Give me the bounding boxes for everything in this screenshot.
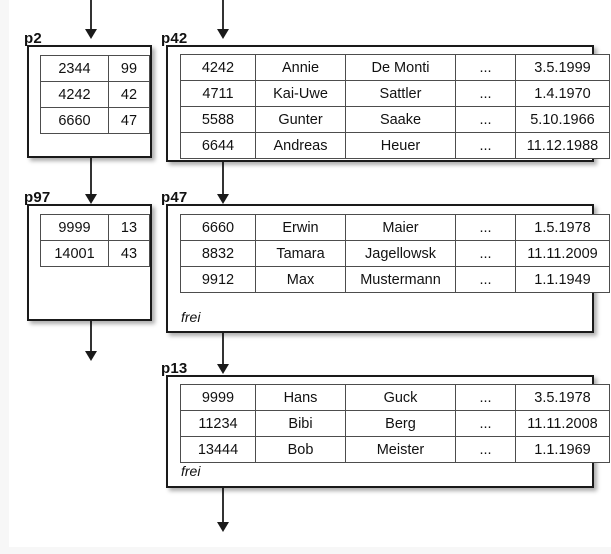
cell-lastname: De Monti: [345, 54, 456, 81]
table-row[interactable]: 8832 Tamara Jagellowsk ... 11.11.2009: [180, 240, 610, 267]
cell-lastname: Meister: [345, 436, 456, 463]
cell-firstname: Erwin: [255, 214, 346, 241]
cell-firstname: Max: [255, 266, 346, 293]
cell-lastname: Berg: [345, 410, 456, 437]
free-space-label-p13: frei: [181, 463, 201, 479]
table-row[interactable]: 9999 13: [40, 214, 150, 241]
table-row[interactable]: 4242 42: [40, 81, 150, 108]
cell-more: ...: [455, 106, 516, 133]
cell-id: 5588: [180, 106, 256, 133]
cell-more: ...: [455, 266, 516, 293]
table-row[interactable]: 4242 Annie De Monti ... 3.5.1999: [180, 54, 610, 81]
cell-lastname: Mustermann: [345, 266, 456, 293]
arrow-p47-to-p13: [222, 332, 224, 365]
cell-date: 1.5.1978: [515, 214, 610, 241]
page-label-p42: p42: [161, 30, 188, 47]
cell-date: 1.4.1970: [515, 80, 610, 107]
table-row[interactable]: 9912 Max Mustermann ... 1.1.1949: [180, 266, 610, 293]
cell-lastname: Sattler: [345, 80, 456, 107]
cell-pointer: 43: [108, 240, 150, 267]
cell-date: 3.5.1999: [515, 54, 610, 81]
cell-key: 6660: [40, 107, 109, 134]
cell-firstname: Gunter: [255, 106, 346, 133]
cell-firstname: Annie: [255, 54, 346, 81]
record-table-p47: 6660 Erwin Maier ... 1.5.1978 8832 Tamar…: [180, 214, 610, 293]
cell-lastname: Jagellowsk: [345, 240, 456, 267]
free-space-label-p47: frei: [181, 309, 201, 325]
arrow-p13-out: [222, 487, 224, 523]
arrow-into-p42: [222, 0, 224, 30]
cell-more: ...: [455, 436, 516, 463]
cell-lastname: Guck: [345, 384, 456, 411]
cell-more: ...: [455, 80, 516, 107]
table-row[interactable]: 6660 47: [40, 107, 150, 134]
page-label-p97: p97: [24, 189, 51, 206]
cell-pointer: 42: [108, 81, 150, 108]
cell-key: 14001: [40, 240, 109, 267]
cell-lastname: Heuer: [345, 132, 456, 159]
cell-more: ...: [455, 54, 516, 81]
cell-id: 6660: [180, 214, 256, 241]
record-table-p42: 4242 Annie De Monti ... 3.5.1999 4711 Ka…: [180, 54, 610, 159]
arrow-into-p2: [90, 0, 92, 30]
cell-date: 1.1.1949: [515, 266, 610, 293]
page-label-p47: p47: [161, 189, 188, 206]
cell-more: ...: [455, 410, 516, 437]
table-row[interactable]: 2344 99: [40, 55, 150, 82]
table-row[interactable]: 5588 Gunter Saake ... 5.10.1966: [180, 106, 610, 133]
cell-date: 3.5.1978: [515, 384, 610, 411]
cell-more: ...: [455, 240, 516, 267]
page-label-p13: p13: [161, 360, 188, 377]
cell-more: ...: [455, 214, 516, 241]
cell-firstname: Bibi: [255, 410, 346, 437]
cell-id: 4711: [180, 80, 256, 107]
cell-date: 11.11.2009: [515, 240, 610, 267]
cell-date: 5.10.1966: [515, 106, 610, 133]
cell-firstname: Hans: [255, 384, 346, 411]
table-row[interactable]: 14001 43: [40, 240, 150, 267]
cell-firstname: Kai-Uwe: [255, 80, 346, 107]
cell-key: 4242: [40, 81, 109, 108]
arrow-p97-out: [90, 321, 92, 352]
table-row[interactable]: 4711 Kai-Uwe Sattler ... 1.4.1970: [180, 80, 610, 107]
cell-pointer: 13: [108, 214, 150, 241]
cell-more: ...: [455, 384, 516, 411]
cell-more: ...: [455, 132, 516, 159]
cell-key: 2344: [40, 55, 109, 82]
cell-pointer: 99: [108, 55, 150, 82]
table-row[interactable]: 6644 Andreas Heuer ... 11.12.1988: [180, 132, 610, 159]
cell-id: 11234: [180, 410, 256, 437]
page-label-p2: p2: [24, 30, 42, 47]
cell-firstname: Bob: [255, 436, 346, 463]
cell-id: 9912: [180, 266, 256, 293]
arrow-p2-to-p97: [90, 158, 92, 195]
table-row[interactable]: 6660 Erwin Maier ... 1.5.1978: [180, 214, 610, 241]
table-row[interactable]: 11234 Bibi Berg ... 11.11.2008: [180, 410, 610, 437]
record-table-p13: 9999 Hans Guck ... 3.5.1978 11234 Bibi B…: [180, 384, 610, 463]
cell-firstname: Andreas: [255, 132, 346, 159]
record-table-p2: 2344 99 4242 42 6660 47: [40, 55, 150, 134]
cell-id: 13444: [180, 436, 256, 463]
cell-id: 8832: [180, 240, 256, 267]
table-row[interactable]: 9999 Hans Guck ... 3.5.1978: [180, 384, 610, 411]
cell-date: 1.1.1969: [515, 436, 610, 463]
table-row[interactable]: 13444 Bob Meister ... 1.1.1969: [180, 436, 610, 463]
cell-lastname: Saake: [345, 106, 456, 133]
cell-id: 9999: [180, 384, 256, 411]
cell-date: 11.11.2008: [515, 410, 610, 437]
cell-firstname: Tamara: [255, 240, 346, 267]
record-table-p97: 9999 13 14001 43: [40, 214, 150, 267]
cell-id: 6644: [180, 132, 256, 159]
cell-pointer: 47: [108, 107, 150, 134]
cell-date: 11.12.1988: [515, 132, 610, 159]
cell-lastname: Maier: [345, 214, 456, 241]
cell-key: 9999: [40, 214, 109, 241]
arrow-p42-to-p47: [222, 162, 224, 195]
cell-id: 4242: [180, 54, 256, 81]
